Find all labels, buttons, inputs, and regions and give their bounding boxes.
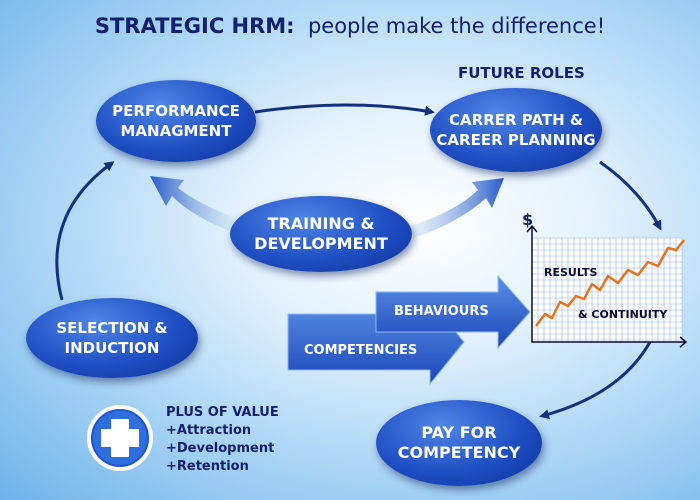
swoosh-training-to-performance [150,176,236,232]
plus-item: +Attraction [166,423,252,438]
node-performance-management: PERFORMANCE MANAGMENT [96,80,256,162]
results-chart [526,224,688,348]
page-title: STRATEGIC HRM: people make the differenc… [94,14,606,38]
arrow-performance-to-career [254,103,435,116]
arrow-selection-to-performance [55,161,115,301]
behaviours-label: BEHAVIOURS [394,304,489,319]
node-pay-for-competency: PAY FOR COMPETENCY [376,400,542,486]
arrow-chart-to-pay [539,341,652,420]
node-selection-induction: SELECTION & INDUCTION [26,298,198,378]
plus-icon [87,405,153,471]
future-roles-label: FUTURE ROLES [458,64,585,82]
chart-continuity-label: & CONTINUITY [578,308,668,321]
plus-heading: PLUS OF VALUE [166,405,279,420]
block-arrow-behaviours [375,274,531,350]
chart-results-label: RESULTS [544,266,598,279]
chart-currency-label: $ [522,210,534,229]
swoosh-training-to-career [410,178,504,238]
competencies-label: COMPETENCIES [304,343,418,358]
plus-item: +Retention [166,459,249,474]
arrow-career-to-chart [599,160,662,231]
plus-item: +Development [166,441,275,456]
plus-of-value-list: PLUS OF VALUE +Attraction +Development +… [166,404,279,476]
node-career-planning: CARRER PATH & CAREER PLANNING [430,88,602,172]
node-training-development: TRAINING & DEVELOPMENT [230,196,412,272]
